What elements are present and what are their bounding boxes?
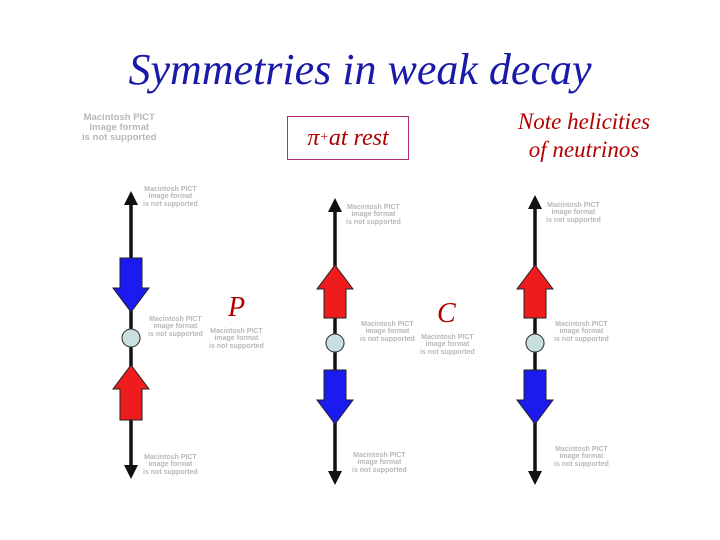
pion-charge: +: [319, 130, 329, 145]
spin-arrow-up-red: [112, 364, 150, 421]
slide-title: Symmetries in weak decay: [128, 45, 592, 94]
pion-particle: [325, 333, 345, 353]
spin-arrow-down-blue: [516, 369, 554, 425]
decay-column-parity: [316, 198, 354, 485]
pion-particle: [121, 328, 141, 348]
pion-rest-text: at rest: [328, 124, 389, 151]
pion-at-rest-label: π+ at rest: [287, 116, 409, 160]
charge-conjugation-operator: C: [437, 298, 456, 329]
pion-symbol: π: [307, 124, 320, 151]
decay-column-charge-conjugation: [516, 195, 554, 485]
spin-arrow-down-blue: [316, 369, 354, 425]
spin-arrow-up-red: [516, 264, 554, 319]
spin-arrow-down-blue: [112, 257, 150, 313]
pion-particle: [525, 333, 545, 353]
parity-operator: P: [228, 292, 246, 323]
decay-column-original: [112, 191, 150, 479]
spin-arrow-up-red: [316, 264, 354, 319]
